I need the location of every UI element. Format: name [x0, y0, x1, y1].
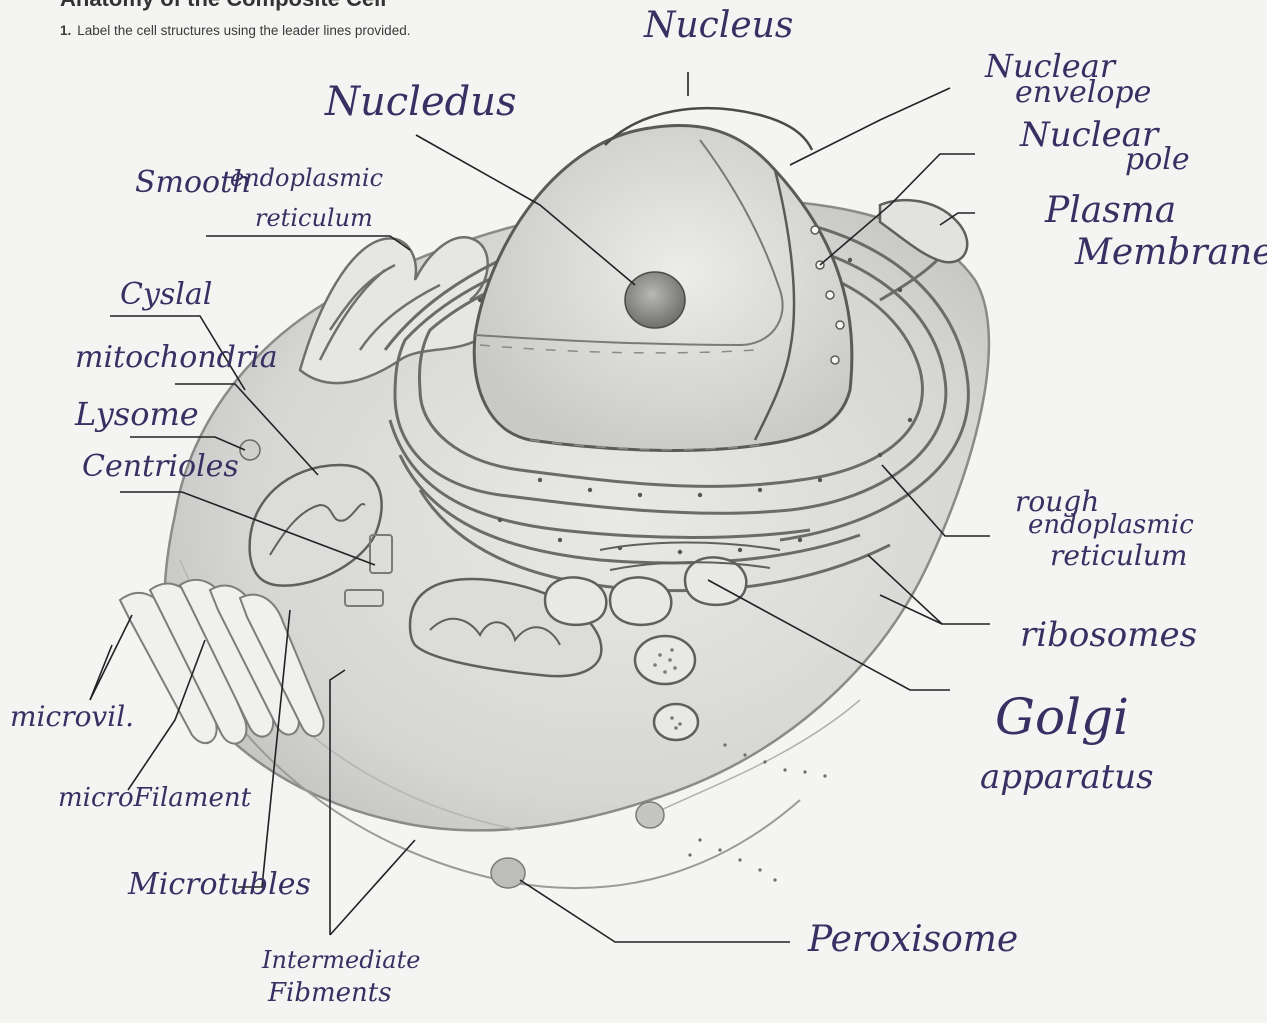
label-rough-er-line2: endoplasmic — [1028, 512, 1194, 538]
label-golgi-line1: Golgi — [995, 692, 1129, 742]
label-ribosomes: ribosomes — [1020, 618, 1197, 652]
nucleolus — [625, 272, 685, 328]
label-smooth-er-line3: reticulum — [255, 206, 373, 230]
label-lysosome: Lysome — [75, 398, 199, 430]
peroxisome — [491, 858, 525, 888]
label-plasma-membrane-line1: Plasma — [1045, 193, 1176, 229]
label-rough-er-line3: reticulum — [1050, 542, 1187, 570]
label-plasma-membrane-line2: Membrane — [1075, 235, 1267, 271]
label-peroxisome: Peroxisome — [808, 922, 1018, 958]
label-smooth-er-line2: endoplasmic — [230, 166, 383, 190]
label-cytosol: Cyslal — [120, 280, 212, 310]
label-microtubules: Microtubles — [128, 870, 311, 900]
peroxisome-2 — [636, 802, 664, 828]
label-mitochondria: mitochondria — [75, 343, 278, 373]
label-nucleolus: Nucledus — [325, 82, 517, 122]
label-microfilament: microFilament — [58, 785, 251, 811]
label-nucleus: Nucleus — [644, 8, 793, 44]
label-centrioles: Centrioles — [82, 452, 239, 482]
label-intermediate-line1: Intermediate — [262, 948, 420, 972]
label-intermediate-line2: Fibments — [268, 980, 392, 1006]
label-nuclear-pore-line2: pole — [1125, 145, 1190, 175]
label-golgi-line2: apparatus — [980, 760, 1154, 794]
label-microvilli: microvil. — [10, 703, 134, 731]
label-nuclear-envelope-line2: envelope — [1015, 78, 1151, 108]
